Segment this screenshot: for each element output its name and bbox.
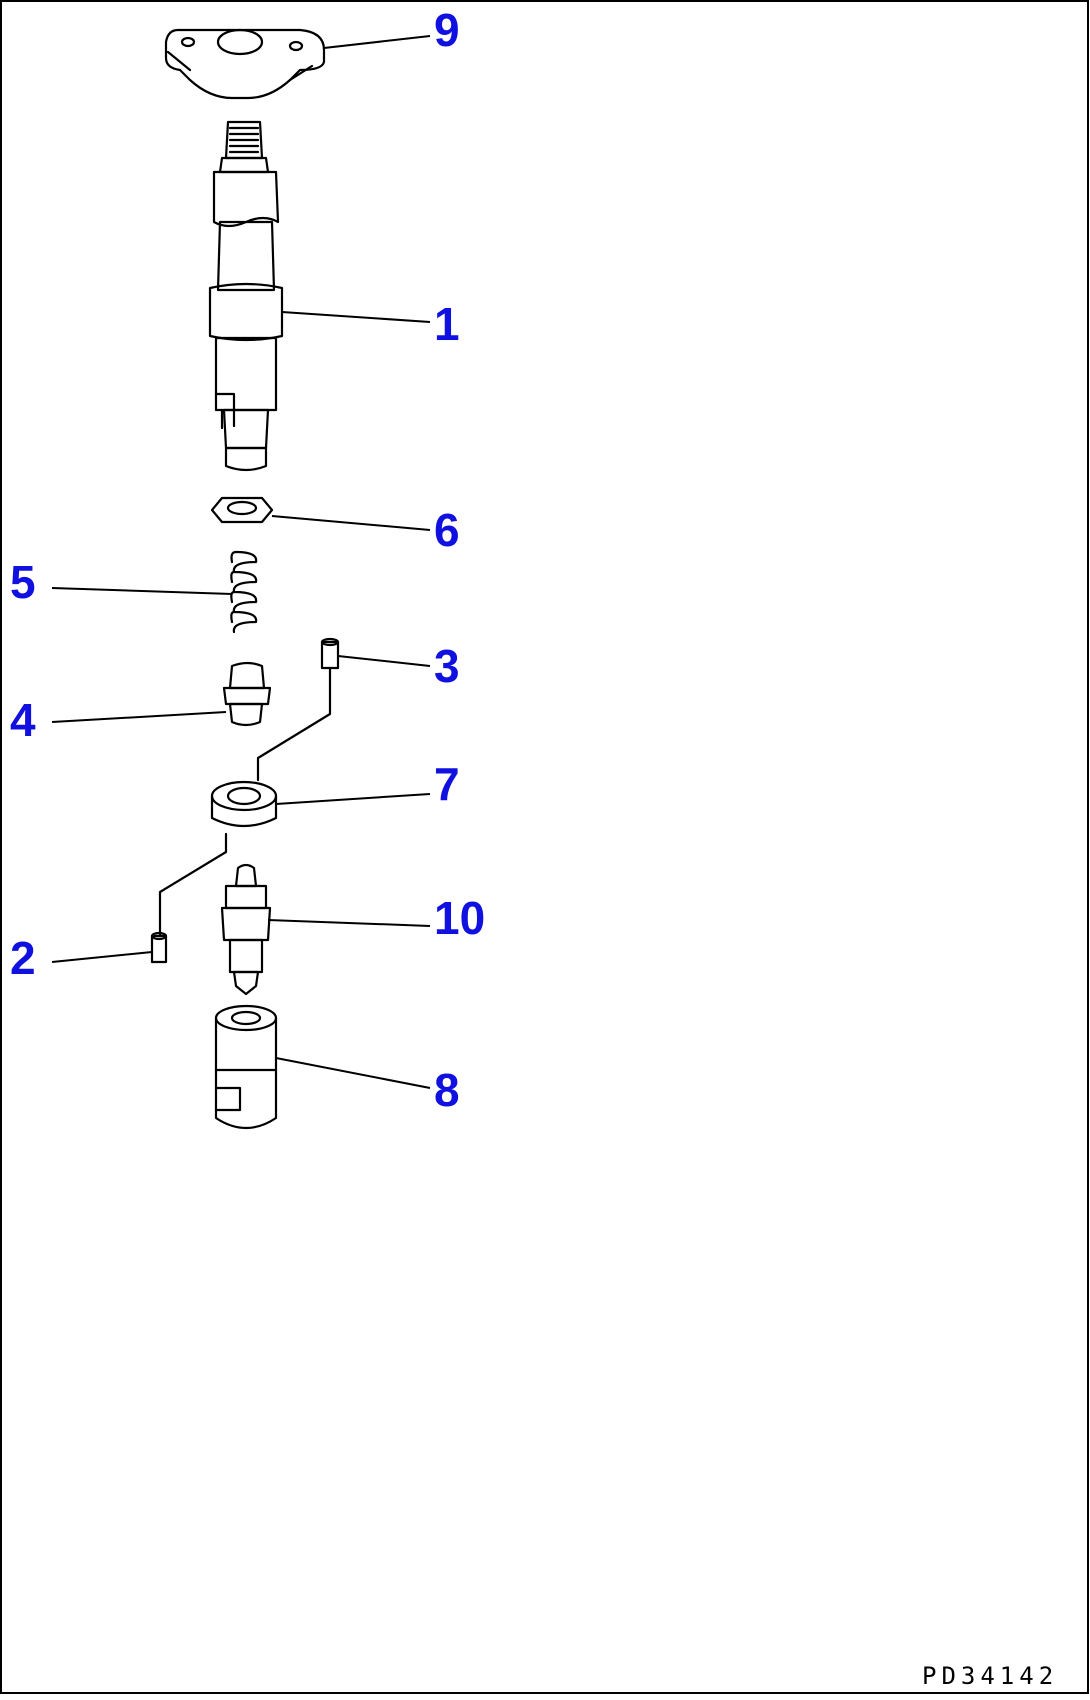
callout-9: 9: [434, 4, 460, 56]
part-8-sleeve: [214, 1004, 278, 1129]
callout-3: 3: [434, 640, 460, 692]
part-4-spacer: [222, 661, 272, 727]
part-9-flange: [164, 28, 326, 100]
callout-6: 6: [434, 504, 460, 556]
part-2-pin: [150, 832, 228, 964]
callout-10: 10: [434, 892, 485, 944]
callout-4: 4: [10, 694, 36, 746]
part-1-injector-body: [208, 120, 284, 472]
part-3-pin: [256, 637, 340, 782]
part-6-washer: [210, 496, 274, 524]
callout-7: 7: [434, 758, 460, 810]
callout-8: 8: [434, 1064, 460, 1116]
part-5-spring: [230, 550, 258, 634]
part-7-ring: [210, 780, 278, 828]
part-10-nozzle: [220, 863, 272, 996]
drawing-code: PD34142: [922, 1662, 1058, 1690]
callout-1: 1: [434, 298, 460, 350]
leader-lines: [51, 35, 431, 1089]
callout-5: 5: [10, 556, 36, 608]
callout-2: 2: [10, 932, 36, 984]
callout-labels: 9 1 6 5 3 4 7 10 2 8: [10, 4, 485, 1116]
